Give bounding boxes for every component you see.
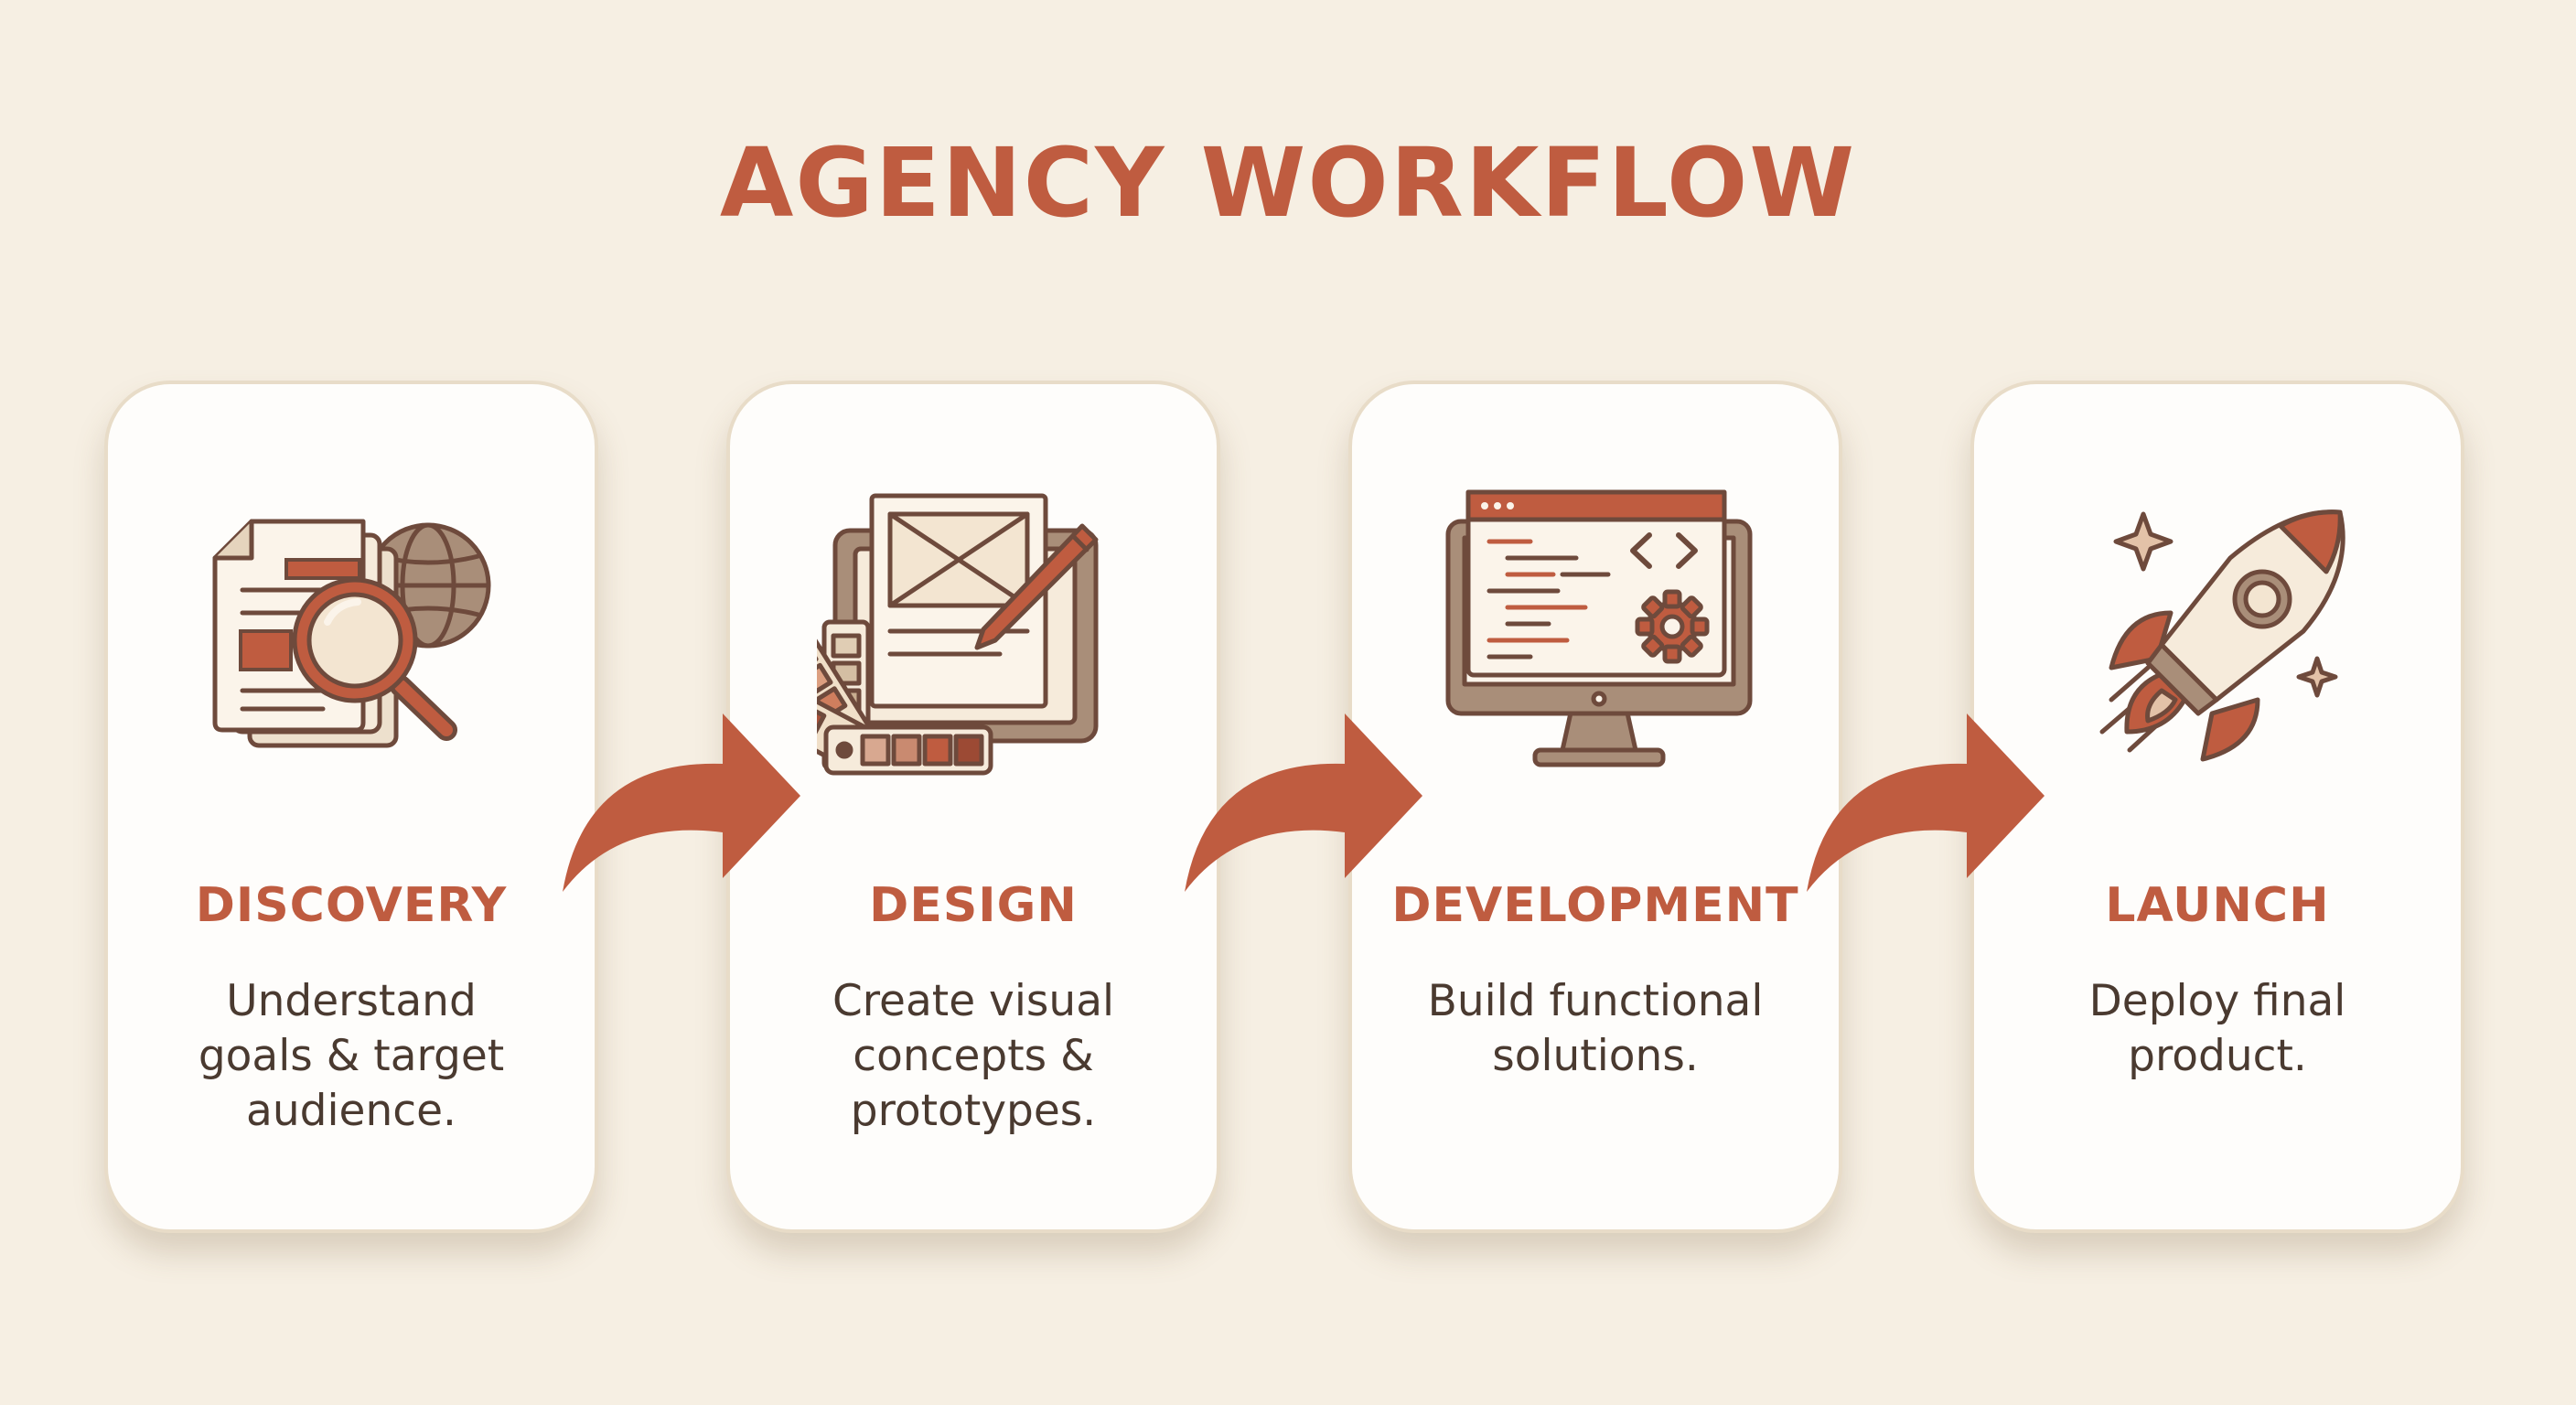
magnifier-documents-globe-icon xyxy=(212,519,491,748)
step-description-line: audience. xyxy=(246,1086,456,1136)
step-description-line: Create visual xyxy=(832,976,1115,1026)
step-description-line: solutions. xyxy=(1492,1031,1699,1081)
step-description-line: concepts & xyxy=(853,1031,1094,1081)
step-description-line: Build functional xyxy=(1427,976,1764,1026)
swatch-wireframe-pencil-icon xyxy=(817,493,1099,776)
step-description-line: Understand xyxy=(226,976,477,1026)
curved-arrow-icon xyxy=(563,713,800,892)
page-title: AGENCY WORKFLOW xyxy=(719,127,1857,239)
curved-arrow-icon xyxy=(1807,713,2045,892)
step-description-line: goals & target xyxy=(198,1031,505,1081)
step-description-line: Deploy final xyxy=(2088,976,2346,1026)
step-description: Deploy final product. xyxy=(2011,974,2424,1084)
monitor-code-gear-icon xyxy=(1445,489,1753,767)
step-title: LAUNCH xyxy=(2105,878,2330,933)
step-description: Create visual concepts & prototypes. xyxy=(767,974,1180,1139)
step-title: DEVELOPMENT xyxy=(1391,878,1799,933)
step-card-development: DEVELOPMENT Build functional solutions. xyxy=(1348,381,1842,1233)
step-title: DESIGN xyxy=(869,878,1078,933)
step-card-launch: LAUNCH Deploy final product. xyxy=(1970,381,2464,1233)
step-title: DISCOVERY xyxy=(195,878,508,933)
curved-arrow-icon xyxy=(1185,713,1422,892)
step-description: Build functional solutions. xyxy=(1389,974,1802,1084)
step-description-line: prototypes. xyxy=(850,1086,1097,1136)
step-description: Understand goals & target audience. xyxy=(145,974,558,1139)
step-card-discovery: DISCOVERY Understand goals & target audi… xyxy=(104,381,598,1233)
rocket-icon xyxy=(2099,509,2345,762)
step-description-line: product. xyxy=(2128,1031,2307,1081)
